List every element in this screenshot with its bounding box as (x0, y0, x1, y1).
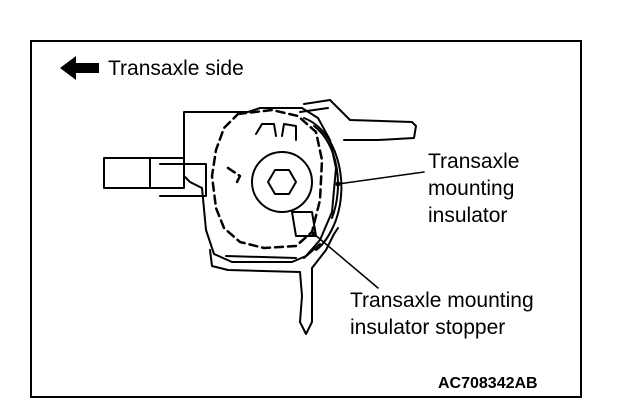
upper-bracket (303, 99, 417, 141)
lower-bracket-edge (225, 243, 321, 259)
direction-label: Transaxle side (108, 57, 244, 80)
stopper-callout-line-2: insulator stopper (350, 316, 506, 339)
left-shaft (103, 157, 185, 189)
insulator-leader (337, 171, 425, 185)
insulator-leader-dot (335, 181, 341, 187)
insulator-inner-arc (313, 125, 339, 219)
upper-fingers (255, 123, 297, 141)
figure-frame (30, 40, 582, 398)
center-boss (251, 151, 313, 213)
insulator-callout-line-1: Transaxle (428, 150, 520, 173)
left-shaft-collar (149, 157, 207, 197)
stopper-leader (313, 233, 379, 289)
hidden-tab (226, 166, 242, 186)
insulator-arc (303, 117, 343, 251)
insulator-callout-line-3: insulator (428, 204, 508, 227)
stopper-leader-dot (311, 231, 317, 237)
bracket-body (183, 107, 337, 263)
hex-bolt-icon (267, 169, 297, 195)
lower-bracket (209, 227, 339, 335)
insulator-callout: Transaxle mounting insulator (428, 148, 519, 229)
insulator-callout-line-2: mounting (428, 177, 515, 200)
upper-bracket-fold (299, 107, 329, 113)
figure-code: AC708342AB (438, 375, 538, 392)
hidden-outline (210, 108, 324, 250)
stopper-callout: Transaxle mounting insulator stopper (350, 287, 534, 341)
left-arrow-icon (60, 56, 99, 80)
stopper-callout-line-1: Transaxle mounting (350, 289, 534, 312)
